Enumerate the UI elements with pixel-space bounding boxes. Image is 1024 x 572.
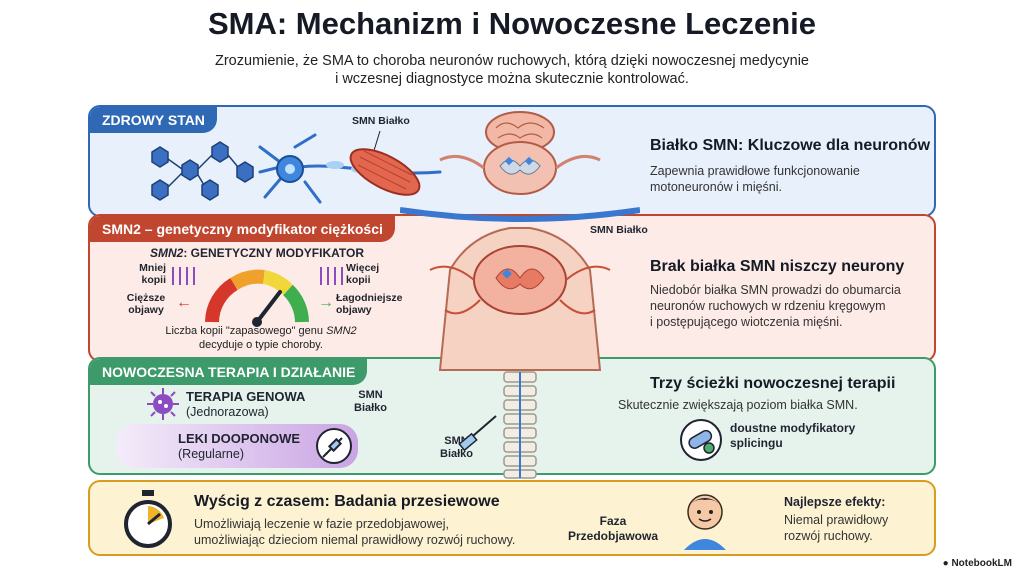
gene-therapy-sub: (Jednorazowa): [186, 405, 269, 419]
healthy-description: Zapewnia prawidłowe funkcjonowanie moton…: [650, 164, 860, 194]
tab-healthy-state: ZDROWY STAN: [90, 107, 217, 133]
intrathecal-pill: LEKI DOOPONOWE (Regularne): [116, 424, 358, 468]
loss-heading: Brak białka SMN niszczy neurony: [650, 258, 905, 275]
gene-therapy-title: TERAPIA GENOWA: [186, 389, 306, 404]
dna-icon: [320, 267, 343, 285]
therapy-description: Skutecznie zwiększają poziom białka SMN.: [618, 398, 858, 412]
tab-smn2-modifier: SMN2 – genetyczny modyfikator ciężkości: [90, 216, 395, 242]
screening-description: Umożliwiają leczenie w fazie przedobjawo…: [194, 517, 516, 547]
arrow-right-icon: →: [318, 294, 334, 311]
page-title: SMA: Mechanizm i Nowoczesne Leczenie: [207, 6, 817, 41]
page-subtitle: Zrozumienie, że SMA to choroba neuronów …: [215, 53, 809, 87]
modifier-caption: Liczba kopii "zapasowego" genu SMN2 decy…: [165, 325, 357, 351]
molecule-icon: [151, 141, 254, 201]
best-results-title: Najlepsze efekty:: [784, 495, 886, 509]
arrow-left-icon: ←: [176, 294, 192, 311]
gauge-icon: [205, 269, 309, 327]
smn-protein-label: SMN Białko: [354, 389, 388, 414]
stopwatch-icon: [124, 490, 172, 548]
body-icon: [400, 111, 640, 479]
notebooklm-logo: ● NotebookLM: [942, 558, 1012, 569]
virus-icon: [147, 388, 179, 420]
tab-modern-therapy: NOWOCZESNA TERAPIA I DZIAŁANIE: [90, 359, 368, 385]
therapy-heading: Trzy ścieżki nowoczesnej terapii: [650, 375, 896, 392]
intrathecal-sub: (Regularne): [178, 447, 245, 461]
smn-protein-label: SMN Białko: [352, 115, 410, 127]
smn-protein-label: SMN Białko: [590, 224, 648, 236]
intrathecal-title: LEKI DOOPONOWE: [178, 431, 301, 446]
fewer-copies-label: Mniej kopii: [139, 262, 166, 286]
more-copies-label: Więcej kopii: [346, 262, 380, 286]
healthy-heading: Białko SMN: Kluczowe dla neuronów: [650, 137, 931, 154]
syringe-icon: [316, 428, 352, 464]
presymptomatic-label: Faza Przedobjawowa: [568, 514, 659, 543]
baby-icon: [684, 494, 726, 550]
modifier-box-title: SMN2: GENETYCZNY MODYFIKATOR: [149, 246, 365, 260]
screening-heading: Wyścig z czasem: Badania przesiewowe: [194, 493, 500, 510]
severe-symptoms-label: Cięższe objawy: [126, 292, 166, 316]
muscle-icon: [349, 148, 421, 196]
milder-symptoms-label: Łagodniejsze objawy: [336, 292, 403, 316]
best-results-text: Niemal prawidłowy rozwój ruchowy.: [784, 513, 889, 543]
dna-icon: [172, 267, 195, 285]
panel-newborn-screening: Wyścig z czasem: Badania przesiewowe Umo…: [88, 480, 936, 556]
oral-splicing-label: doustne modyfikatory splicingu: [730, 421, 856, 450]
notebook-icon: ●: [942, 558, 949, 569]
capsule-icon: [680, 419, 722, 461]
loss-description: Niedobór białka SMN prowadzi do obumarci…: [650, 283, 901, 329]
